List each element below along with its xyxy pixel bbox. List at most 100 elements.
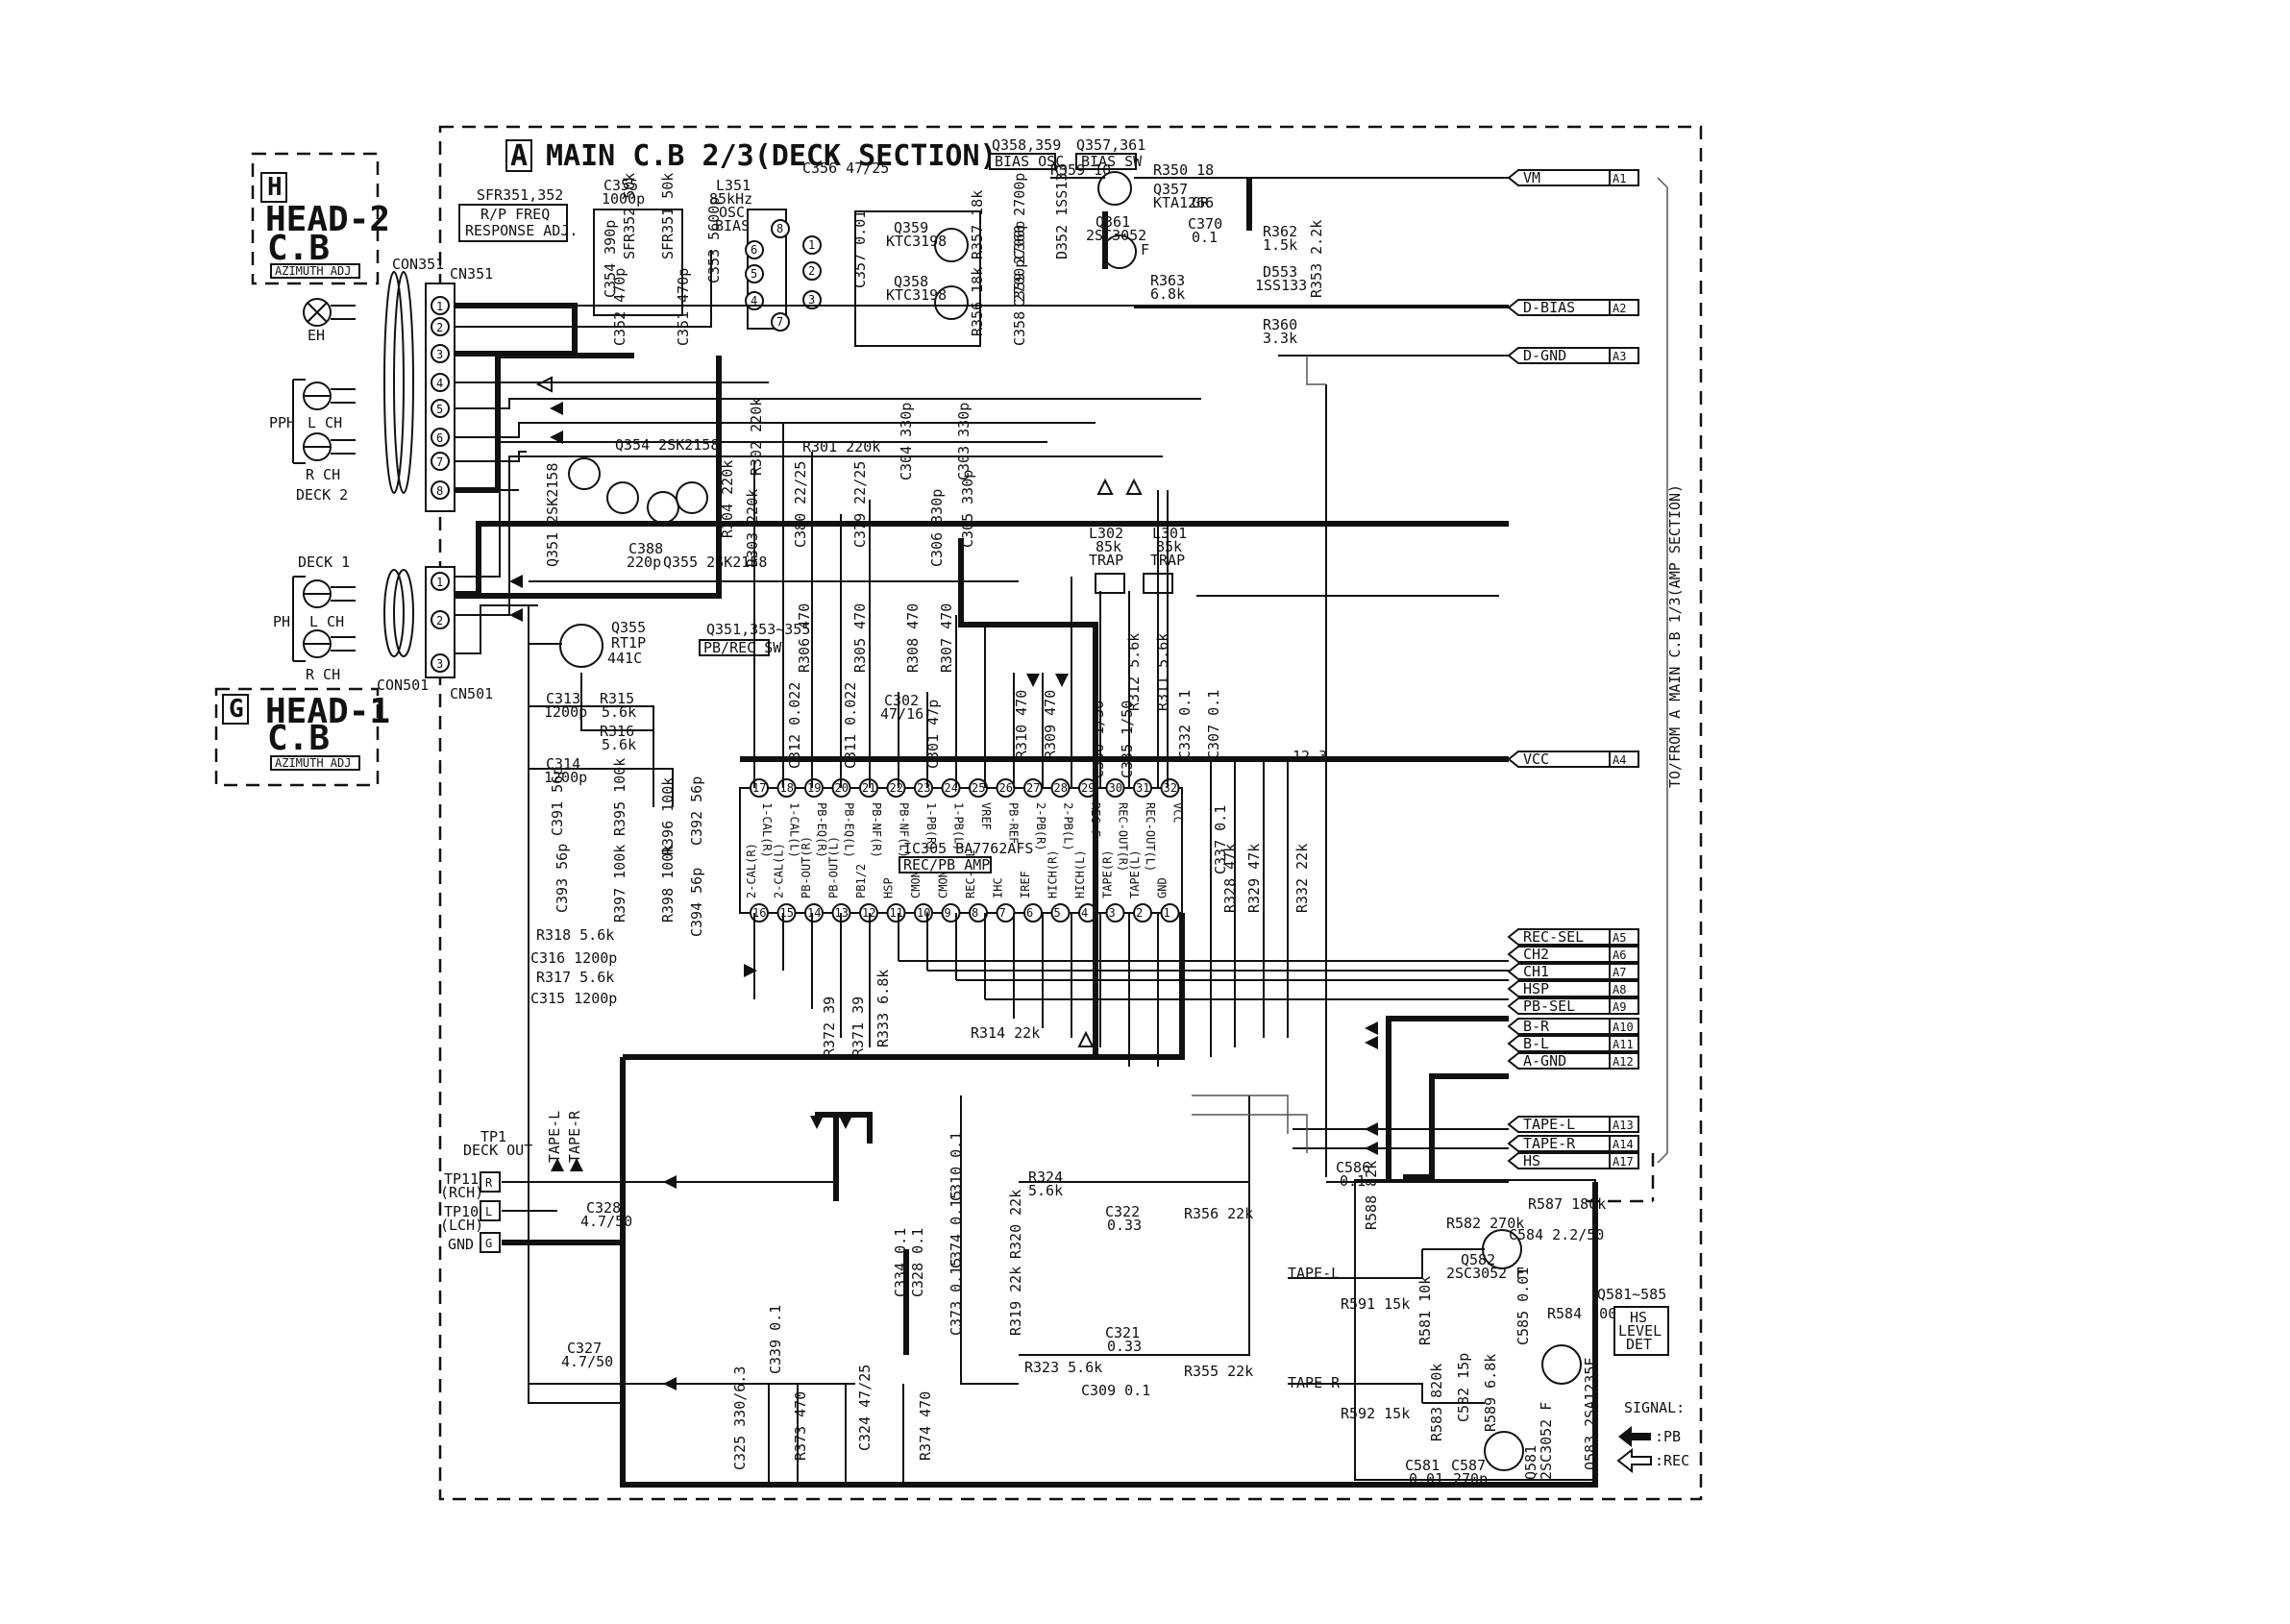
ic305-pin-number: 7 (999, 906, 1006, 920)
label-q355r: Q355 (611, 619, 646, 636)
ic305-pin-number: 17 (752, 781, 766, 795)
test-point-label: R (485, 1176, 493, 1190)
label-deck-out: DECK OUT (463, 1142, 532, 1159)
label-r304: R304 220k (719, 460, 736, 538)
cn351-pin-2 (431, 317, 450, 336)
sfr-box (458, 204, 568, 242)
label-r360v: 3.3k (1263, 330, 1297, 347)
label-r363: R363 (1150, 272, 1185, 289)
ic305-pin-function: PB-EQ(L) (843, 802, 856, 858)
cable-shield-3 (383, 569, 405, 657)
connector-name: D-GND (1523, 347, 1566, 364)
label-tp10: TP10 (444, 1203, 479, 1220)
label-c314v: 1200p (544, 769, 587, 786)
test-point-label: G (485, 1237, 492, 1250)
label-c393: C393 56p (554, 844, 571, 913)
label-r305: R305 470 (851, 603, 869, 673)
ic305-pin-31 (1133, 778, 1152, 798)
connector-name: CH1 (1523, 963, 1549, 980)
head1-letter-box (222, 694, 249, 725)
label-tp1: TP1 (480, 1128, 506, 1145)
ic305-pin-function: 1-PB(L) (952, 802, 966, 851)
label-q357: Q357 (1153, 181, 1188, 198)
label-c585: C585 0.01 (1514, 1267, 1532, 1345)
cn351-pin-3 (431, 344, 450, 363)
label-sfr352: SFR352 50k (621, 173, 638, 259)
label-r362v: 1.5k (1263, 236, 1297, 254)
label-c312: C312 0.022 (786, 682, 803, 769)
label-tp10-lch: (LCH) (440, 1217, 483, 1234)
ic305-pin-2 (1133, 903, 1152, 923)
ic305-pin-number: 29 (1081, 781, 1095, 795)
ic305-pin-number: 15 (780, 906, 794, 920)
label-c301: C301 47p (924, 700, 942, 769)
ic305-pin-8 (969, 903, 988, 923)
ic305-pin-function: VCC (1171, 802, 1185, 824)
label-r355: R355 22k (1184, 1363, 1253, 1380)
label-r311: R311 5.6k (1154, 633, 1171, 711)
label-c322v: 0.33 (1107, 1217, 1142, 1234)
label-l351b: 85kHz (709, 190, 752, 208)
test-point-G (480, 1232, 501, 1253)
sfr-box-line1: R/P FREQ (480, 206, 550, 223)
label-c359: C359 2700p (1011, 221, 1028, 308)
cn351-pin-1 (431, 296, 450, 315)
label-c316: C316 1200p (530, 949, 617, 967)
label-c379: C379 22/25 (851, 461, 869, 548)
ic305-pin-function: 2-CAL(L) (773, 843, 786, 898)
label-pbrec-parts: Q351,353~355 (706, 621, 810, 638)
ic305-pin-function: VREF (979, 802, 993, 830)
ic305-pin-number: 25 (972, 781, 985, 795)
ic305-pin-function: 1-PB(R) (924, 802, 938, 851)
label-r316v: 5.6k (602, 736, 636, 753)
connector-pin: A10 (1613, 1021, 1634, 1034)
l302-trap (1095, 573, 1125, 594)
label-r312: R312 5.6k (1125, 633, 1143, 711)
label-c373: C373 0.15 (948, 1258, 965, 1336)
head-ph-lch (303, 579, 356, 608)
label-c388v: 220p (627, 554, 661, 571)
label-r306: R306 470 (796, 603, 813, 673)
svg-text:4: 4 (751, 294, 757, 308)
label-r356: R356 18k (969, 267, 986, 336)
ic305-pin-25 (969, 778, 988, 798)
cn351-pin-7 (431, 452, 450, 471)
head2-letter: H (267, 173, 283, 202)
label-q361b: 2SC3052 (1086, 227, 1146, 244)
label-c581: C581 (1405, 1457, 1440, 1474)
label-r332: R332 22k (1293, 844, 1311, 913)
connector-pin: A11 (1613, 1038, 1634, 1051)
label-r592: R592 15k (1341, 1405, 1410, 1422)
label-c582: C582 15p (1455, 1353, 1472, 1422)
label-q358b: KTC3198 (886, 286, 947, 304)
q354a-symbol (568, 457, 601, 490)
svg-text:3: 3 (808, 293, 815, 307)
ic305-pin-function: IREF (1019, 871, 1032, 898)
label-l301b: 85k (1156, 538, 1182, 555)
ic305-pin-32 (1160, 778, 1180, 798)
label-c360: C360 2700p (1011, 173, 1028, 259)
label-c313: C313 (546, 690, 580, 707)
label-d553b: 1SS133 (1255, 277, 1307, 294)
label-con351: CON351 (392, 256, 444, 273)
label-f-q361: F (1141, 241, 1149, 258)
ic305-pin-function: REC-OUT(L) (1144, 802, 1157, 872)
ic305-pin-number: 8 (972, 906, 978, 920)
label-c370v: 0.1 (1192, 229, 1218, 246)
cn351-pin-label: 7 (436, 455, 443, 469)
side-bracket (1657, 177, 1668, 1164)
label-l302c: TRAP (1089, 552, 1123, 569)
test-point-label: L (485, 1205, 492, 1218)
connector-pin: A4 (1613, 753, 1626, 767)
connector-name: REC-SEL (1523, 928, 1584, 946)
label-c328b: C328 0.1 (909, 1228, 926, 1297)
label-rch1: R CH (306, 666, 340, 683)
svg-text:6: 6 (751, 243, 757, 257)
ic305-pin-function: REC-OUT(R) (1117, 802, 1130, 872)
ic305-pin-number: 19 (807, 781, 821, 795)
